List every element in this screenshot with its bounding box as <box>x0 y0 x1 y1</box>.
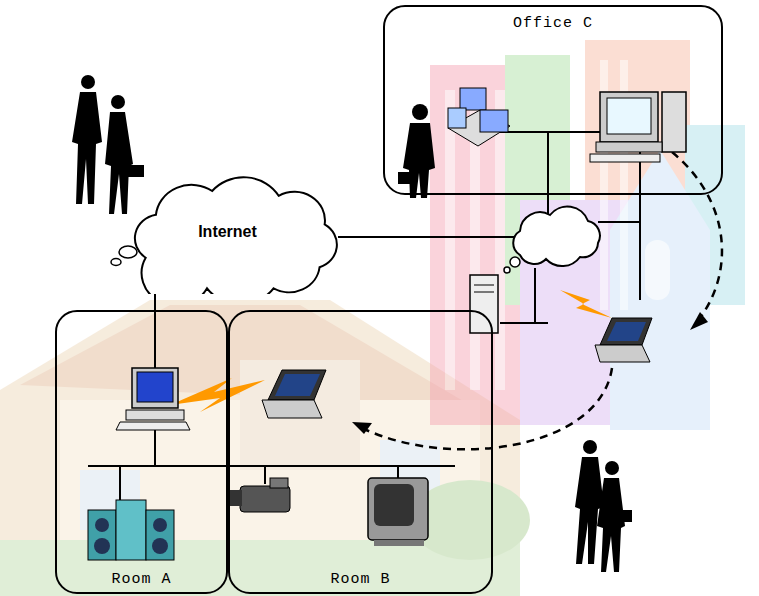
small-cloud <box>504 207 600 273</box>
television <box>368 478 428 546</box>
people <box>72 75 632 572</box>
region-label: Office C <box>513 15 593 32</box>
stereo <box>88 500 174 560</box>
arrowhead <box>690 312 708 330</box>
camcorder <box>226 478 290 512</box>
cloud-label: Internet <box>198 223 257 241</box>
cloud-bubbles <box>111 246 137 266</box>
workstation-cluster <box>448 88 510 146</box>
room-region: Room A <box>55 310 228 594</box>
wireless-bolts <box>170 290 612 412</box>
laptop <box>262 370 326 418</box>
region-label: Room B <box>330 571 390 588</box>
city-background <box>430 40 745 430</box>
network-wires <box>88 132 640 500</box>
desktop-computer <box>590 92 686 162</box>
laptop <box>595 318 652 362</box>
arrowhead <box>352 422 372 434</box>
server <box>470 275 498 333</box>
desktop-computer <box>116 368 190 430</box>
room-region: Room B <box>228 310 493 594</box>
region-label: Room A <box>111 571 171 588</box>
internet-cloud: Internet <box>115 170 340 294</box>
office-region: Office C <box>383 5 723 195</box>
